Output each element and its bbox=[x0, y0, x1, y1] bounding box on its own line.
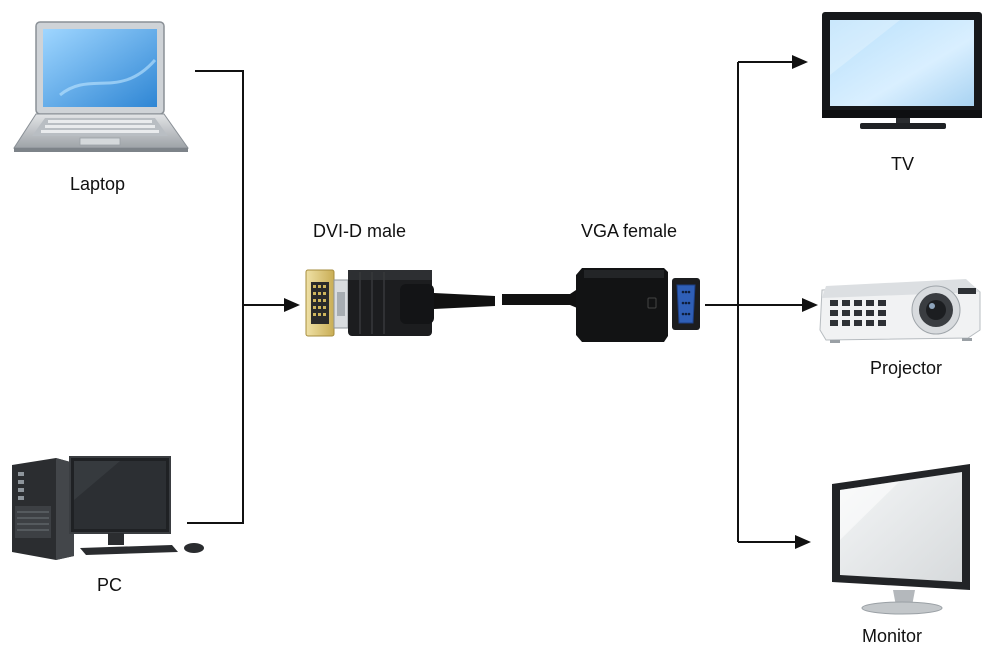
arrow-to-monitor bbox=[795, 535, 811, 549]
pc-line bbox=[187, 305, 244, 524]
dvi-d-male-connector-icon bbox=[305, 269, 495, 337]
laptop-label: Laptop bbox=[70, 174, 126, 194]
desktop-pc-icon bbox=[12, 456, 204, 560]
arrow-to-dvi bbox=[284, 298, 300, 312]
projector-icon bbox=[819, 279, 981, 343]
dvi-label: DVI-D male bbox=[313, 221, 407, 241]
arrowheads bbox=[284, 55, 818, 549]
vga-female-adapter-icon bbox=[502, 268, 700, 342]
projector-label: Projector bbox=[870, 358, 943, 378]
tv-icon bbox=[822, 12, 982, 129]
laptop-line bbox=[195, 70, 244, 305]
laptop-icon bbox=[13, 21, 189, 152]
arrow-to-projector bbox=[802, 298, 818, 312]
pc-label: PC bbox=[97, 575, 123, 595]
connector-lines bbox=[187, 61, 805, 543]
tv-label: TV bbox=[891, 154, 915, 174]
monitor-icon bbox=[832, 464, 970, 615]
vga-label: VGA female bbox=[581, 221, 678, 241]
arrow-to-tv bbox=[792, 55, 808, 69]
monitor-label: Monitor bbox=[862, 626, 923, 646]
